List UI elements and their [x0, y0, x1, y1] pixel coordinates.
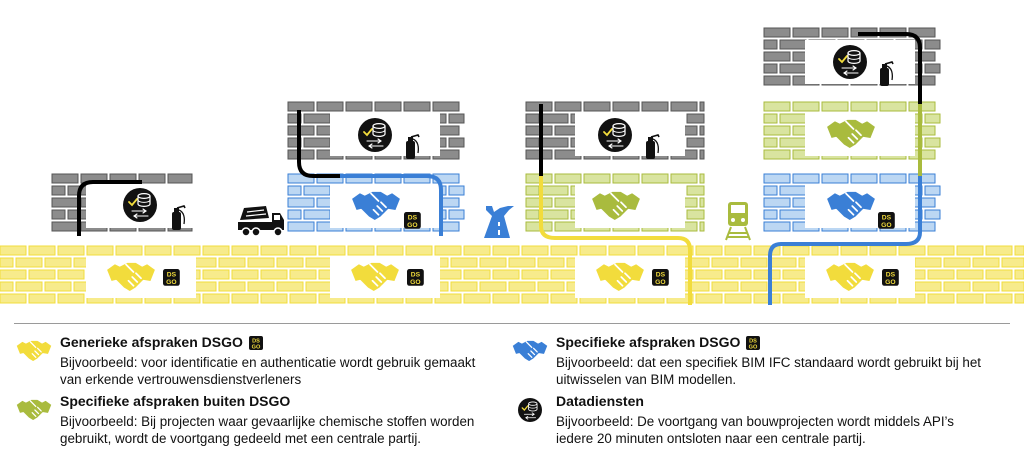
svg-text:GO: GO [885, 279, 895, 286]
svg-text:DS: DS [656, 272, 666, 279]
data-service-icon [833, 45, 867, 79]
handshake-yellow-icon [349, 261, 401, 293]
dsgo-badge-icon: DSGO [248, 336, 263, 350]
legend-outside-title: Specifieke afspraken buiten DSGO [60, 393, 291, 409]
pipe-blue-building-4 [768, 176, 922, 305]
handshake-green-icon [825, 118, 877, 150]
road-icon [484, 206, 514, 238]
pipe-black-building-4 [858, 32, 922, 104]
svg-text:DS: DS [411, 272, 421, 279]
data-service-icon [518, 398, 542, 422]
dsgo-badge-icon: DSGO [746, 336, 761, 350]
legend-data-title: Datadiensten [556, 393, 644, 409]
pipe-black-building-1 [77, 180, 142, 236]
handshake-yellow-icon [824, 261, 876, 293]
dsgo-badge-shape: DSGO [248, 336, 263, 350]
divider [14, 323, 1010, 324]
fire-extinguisher-icon [172, 205, 186, 230]
dsgo-badge-icon: DSGO [652, 269, 669, 286]
svg-text:GO: GO [749, 344, 758, 350]
concrete-truck-icon [238, 206, 284, 237]
pipe-blue-building-2 [340, 174, 443, 236]
fire-extinguisher-icon [880, 61, 894, 86]
fire-extinguisher-icon [646, 134, 660, 159]
dsgo-badge-icon: DSGO [163, 269, 180, 286]
data-service-shape [518, 398, 542, 422]
svg-text:DS: DS [882, 215, 892, 222]
handshake-shape [15, 339, 53, 363]
legend-data-description: Bijvoorbeeld: De voortgang van bouwproje… [556, 414, 954, 446]
train-icon [725, 202, 751, 241]
handshake-yellow-icon [105, 261, 157, 293]
svg-text:GO: GO [655, 279, 665, 286]
handshake-blue-icon [511, 339, 549, 363]
handshake-blue-icon [825, 190, 877, 222]
handshake-yellow-icon [594, 261, 646, 293]
handshake-green-icon [15, 398, 53, 422]
handshake-green-icon [590, 190, 642, 222]
legend-specific-description: Bijvoorbeeld: dat een specifiek BIM IFC … [556, 355, 982, 387]
dsgo-badge-shape: DSGO [746, 336, 761, 350]
legend-generic-description: Bijvoorbeeld: voor identificatie en auth… [60, 355, 476, 387]
svg-text:GO: GO [166, 279, 176, 286]
handshake-shape [511, 339, 549, 363]
svg-text:GO: GO [881, 222, 891, 229]
dsgo-badge-icon: DSGO [882, 269, 899, 286]
svg-text:DS: DS [167, 272, 177, 279]
data-service-icon [598, 118, 632, 152]
handshake-shape [15, 398, 53, 422]
svg-text:GO: GO [410, 279, 420, 286]
svg-text:DS: DS [750, 338, 758, 344]
svg-text:GO: GO [407, 222, 417, 229]
pipe-yellow-building-3 [539, 176, 692, 305]
data-service-icon [358, 118, 392, 152]
fire-extinguisher-icon [406, 134, 420, 159]
handshake-yellow-icon [15, 339, 53, 363]
dsgo-badge-icon: DSGO [878, 212, 895, 229]
svg-text:DS: DS [886, 272, 896, 279]
handshake-blue-icon [350, 190, 402, 222]
svg-text:GO: GO [252, 344, 261, 350]
legend-outside-description: Bijvoorbeeld: Bij projecten waar gevaarl… [60, 414, 475, 446]
svg-text:DS: DS [252, 338, 260, 344]
dsgo-badge-icon: DSGO [404, 212, 421, 229]
dsgo-badge-icon: DSGO [407, 269, 424, 286]
pipe-black-building-2 [297, 110, 340, 178]
data-service-icon [123, 188, 157, 222]
svg-text:DS: DS [408, 215, 418, 222]
